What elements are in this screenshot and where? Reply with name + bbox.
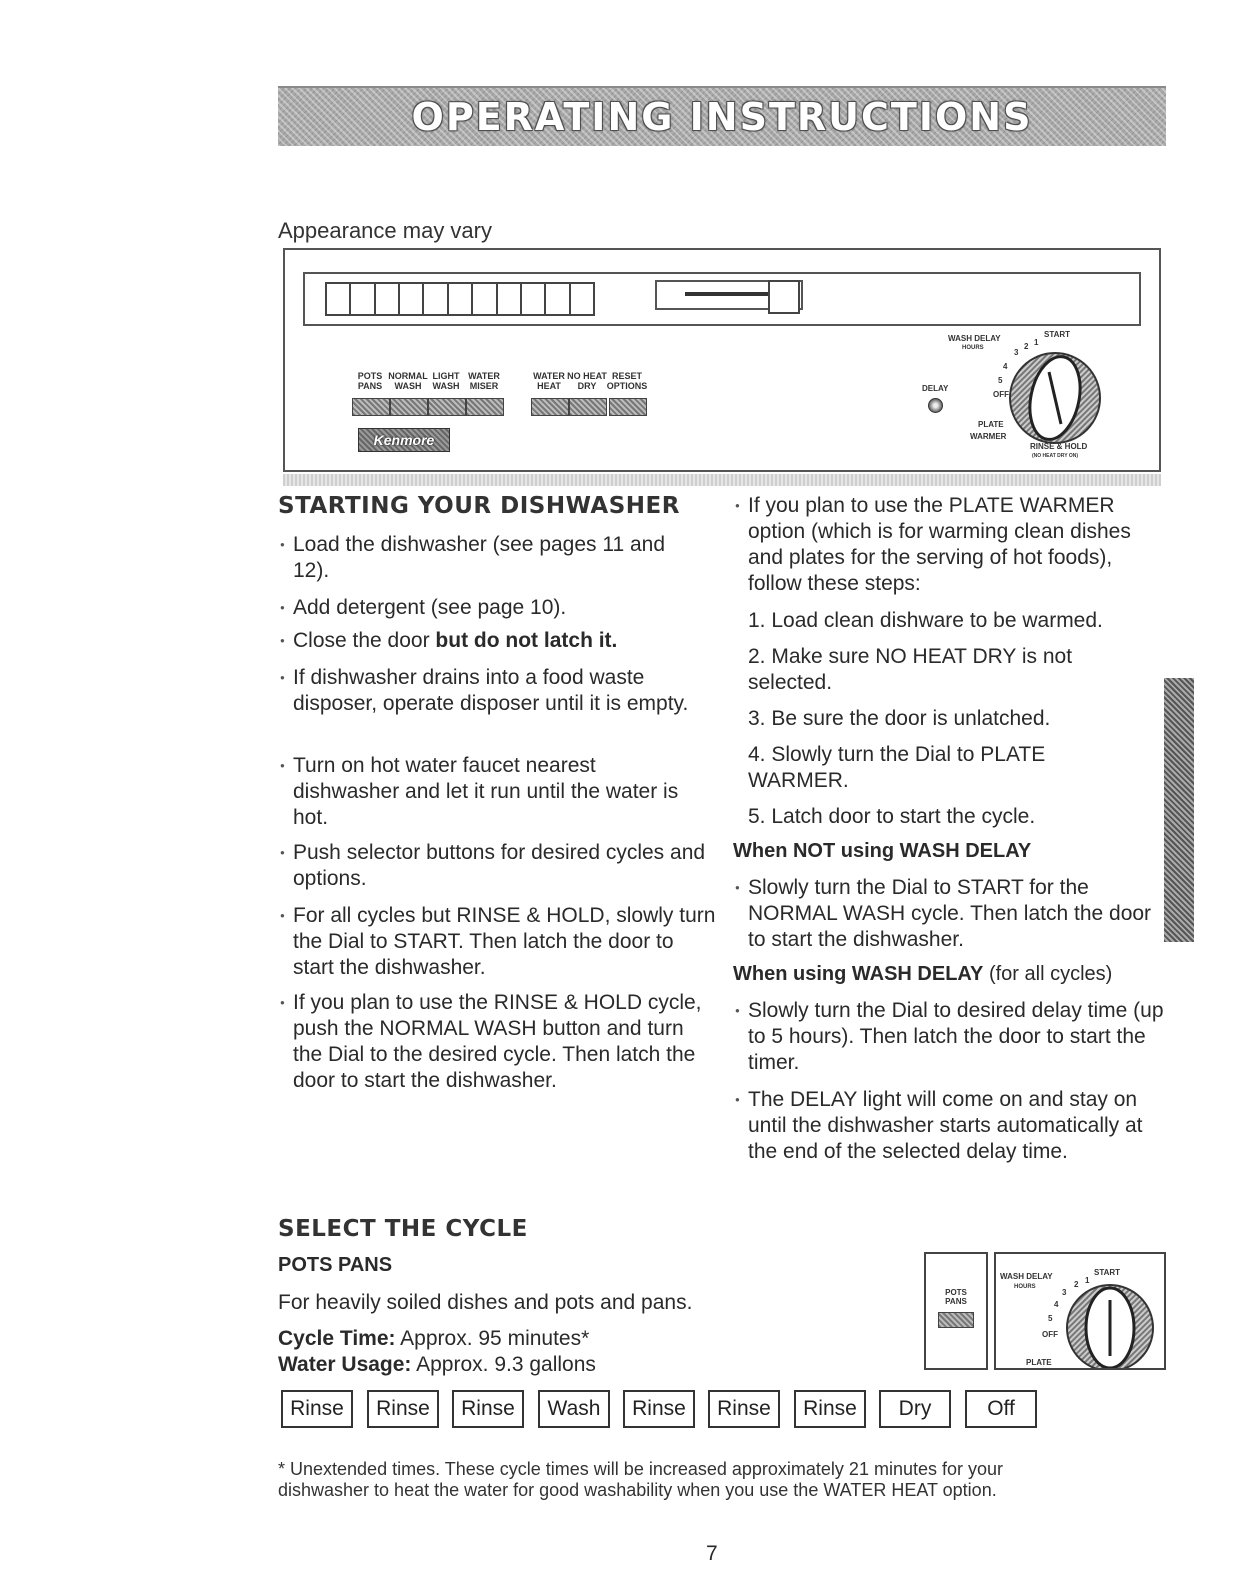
door-handle [303,272,1141,326]
water-usage: Water Usage: Approx. 9.3 gallons [278,1353,596,1376]
plate-warmer-step-5: 5. Latch door to start the cycle. [748,805,1036,828]
rinse-hold-sublabel: (NO HEAT DRY ON) [1032,453,1079,459]
mini-dial-num-3: 3 [1062,1288,1067,1297]
using-delay-bullet-2: The DELAY light will come on and stay on… [735,1087,1173,1165]
mini-pots-pans-panel [924,1252,988,1370]
brand-logo: Kenmore [358,428,450,452]
cycle-time: Cycle Time: Approx. 95 minutes* [278,1327,590,1350]
off-label: OFF [993,390,1009,399]
dial-num-2: 2 [1024,342,1029,351]
not-delay-heading: When NOT using WASH DELAY [733,840,1032,862]
starting-bullet-5: Turn on hot water faucet nearest dishwas… [280,753,703,831]
starting-bullet-7: For all cycles but RINSE & HOLD, slowly … [280,903,718,981]
starting-bullet-1: Load the dishwasher (see pages 11 and 12… [280,532,688,584]
mini-plate-label: PLATE [1026,1358,1052,1367]
cycle-step-9: Off [965,1390,1037,1428]
plate-warmer-step-1: 1. Load clean dishware to be warmed. [748,609,1103,632]
starting-bullet-8: If you plan to use the RINSE & HOLD cycl… [280,990,703,1094]
hours-label: HOURS [962,345,984,351]
latch-slot [655,280,803,310]
appearance-note: Appearance may vary [278,218,492,243]
start-label: START [1044,330,1071,339]
cycle-step-3: Rinse [452,1390,524,1428]
mini-start-label: START [1094,1268,1121,1277]
cycle-step-5: Rinse [623,1390,695,1428]
using-delay-bullet-1: Slowly turn the Dial to desired delay ti… [735,998,1168,1076]
cycle-step-4: Wash [538,1390,610,1428]
starting-bullet-3: Close the door but do not latch it. [280,628,703,654]
starting-bullet-6: Push selector buttons for desired cycles… [280,840,708,892]
latch-handle [768,280,800,314]
water-heat-button[interactable] [531,398,569,416]
cycle-step-8: Dry [879,1390,951,1428]
mini-dial-num-2: 2 [1074,1280,1079,1289]
wash-delay-label: WASH DELAY [948,334,1001,343]
cycle-dial-knob[interactable] [1005,350,1105,446]
starting-heading: STARTING YOUR DISHWASHER [278,493,680,519]
light-wash-button[interactable] [428,398,466,416]
mini-dial-num-4: 4 [1054,1300,1059,1309]
not-delay-bullet: Slowly turn the Dial to START for the NO… [735,875,1153,953]
dial-num-3: 3 [1014,348,1019,357]
cycle-step-6: Rinse [708,1390,780,1428]
dial-num-1: 1 [1034,338,1039,347]
delay-indicator-light [928,398,943,413]
cycle-step-2: Rinse [367,1390,439,1428]
pots-pans-button[interactable] [352,398,390,416]
delay-label: DELAY [922,384,949,393]
mini-dial-panel [994,1252,1166,1370]
starting-bullet-4: If dishwasher drains into a food waste d… [280,665,698,717]
header-banner: OPERATING INSTRUCTIONS [278,86,1166,146]
starting-bullet-2: Add detergent (see page 10). [280,595,703,621]
select-cycle-heading: SELECT THE CYCLE [278,1216,528,1242]
using-delay-heading: When using WASH DELAY (for all cycles) [733,963,1113,985]
plate-label: PLATE [978,420,1004,429]
plate-warmer-step-3: 3. Be sure the door is unlatched. [748,707,1051,730]
mini-dial-num-1: 1 [1085,1276,1090,1285]
warmer-label: WARMER [970,432,1007,441]
page-number: 7 [706,1542,718,1565]
reset-options-button[interactable] [609,398,647,416]
vent-grille [325,282,595,316]
section-side-tab [1164,678,1194,942]
latch-bar [685,292,783,296]
plate-warmer-step-2: 2. Make sure NO HEAT DRY is not selected… [748,645,1073,694]
mini-wash-delay-label: WASH DELAY [1000,1272,1053,1281]
cycle-step-7: Rinse [794,1390,866,1428]
mini-dial-knob [1066,1284,1154,1368]
water-miser-button[interactable] [466,398,504,416]
footnote: * Unextended times. These cycle times wi… [278,1459,1004,1500]
dial-num-4: 4 [1003,362,1008,371]
mini-dial-num-5: 5 [1048,1314,1053,1323]
pots-pans-description: For heavily soiled dishes and pots and p… [278,1291,693,1314]
cycle-step-1: Rinse [281,1390,353,1428]
pots-pans-subheading: POTS PANS [278,1254,393,1276]
mini-pots-pans-button [938,1312,974,1328]
plate-warmer-step-4: 4. Slowly turn the Dial to PLATE WARMER. [748,743,1046,792]
rinse-hold-label: RINSE & HOLD [1030,442,1088,451]
panel-shadow [283,474,1161,486]
mini-off-label: OFF [1042,1330,1058,1339]
dial-num-5: 5 [998,376,1003,385]
normal-wash-button[interactable] [390,398,428,416]
plate-warmer-intro: If you plan to use the PLATE WARMER opti… [735,493,1168,597]
page-title: OPERATING INSTRUCTIONS [411,95,1033,139]
no-heat-dry-button[interactable] [569,398,607,416]
mini-hours-label: HOURS [1014,1284,1036,1290]
